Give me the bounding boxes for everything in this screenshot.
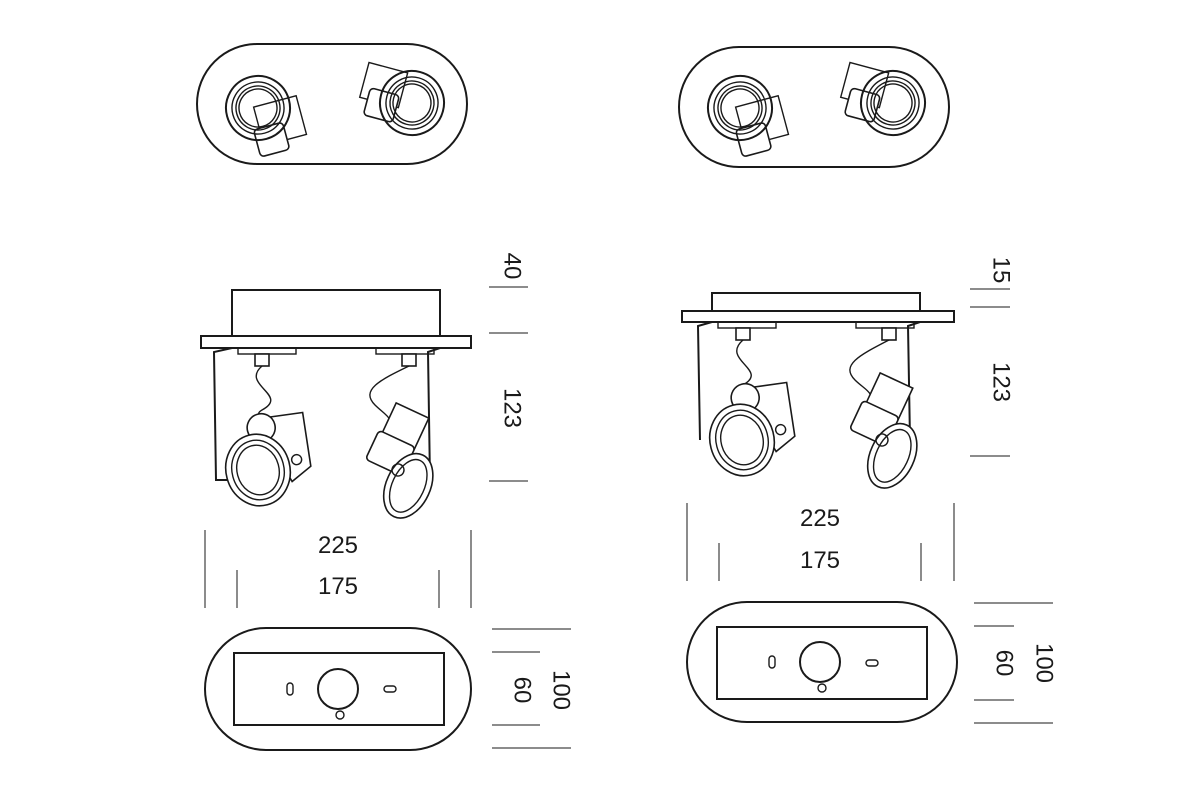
variant-b-inner-width-label: 175 — [800, 547, 840, 574]
variant-b-front-view — [681, 292, 955, 489]
variant-b-plate-height-label: 15 — [988, 257, 1015, 284]
variant-b-body-height-label: 123 — [988, 362, 1015, 402]
variant-a-plate-height-label: 40 — [499, 253, 526, 280]
variant-a-body-height-label: 123 — [499, 388, 526, 428]
variant-b-top-view — [678, 46, 950, 168]
variant-b-overall-depth-label: 100 — [1031, 643, 1058, 683]
variant-a — [196, 43, 571, 751]
variant-a-front-view — [200, 289, 472, 519]
variant-a-base-height-label: 60 — [509, 677, 536, 704]
variant-a-bottom-view — [204, 627, 472, 751]
variant-b-overall-width-label: 225 — [800, 505, 840, 532]
variant-a-dimensions — [204, 286, 571, 749]
variant-b-bottom-view — [686, 601, 958, 723]
variant-a-top-view — [196, 43, 468, 165]
variant-b — [678, 46, 1053, 724]
variant-a-overall-depth-label: 100 — [548, 670, 575, 710]
variant-a-overall-width-label: 225 — [318, 532, 358, 559]
variant-b-base-height-label: 60 — [991, 650, 1018, 677]
variant-a-inner-width-label: 175 — [318, 573, 358, 600]
variant-b-dimensions — [686, 288, 1053, 724]
